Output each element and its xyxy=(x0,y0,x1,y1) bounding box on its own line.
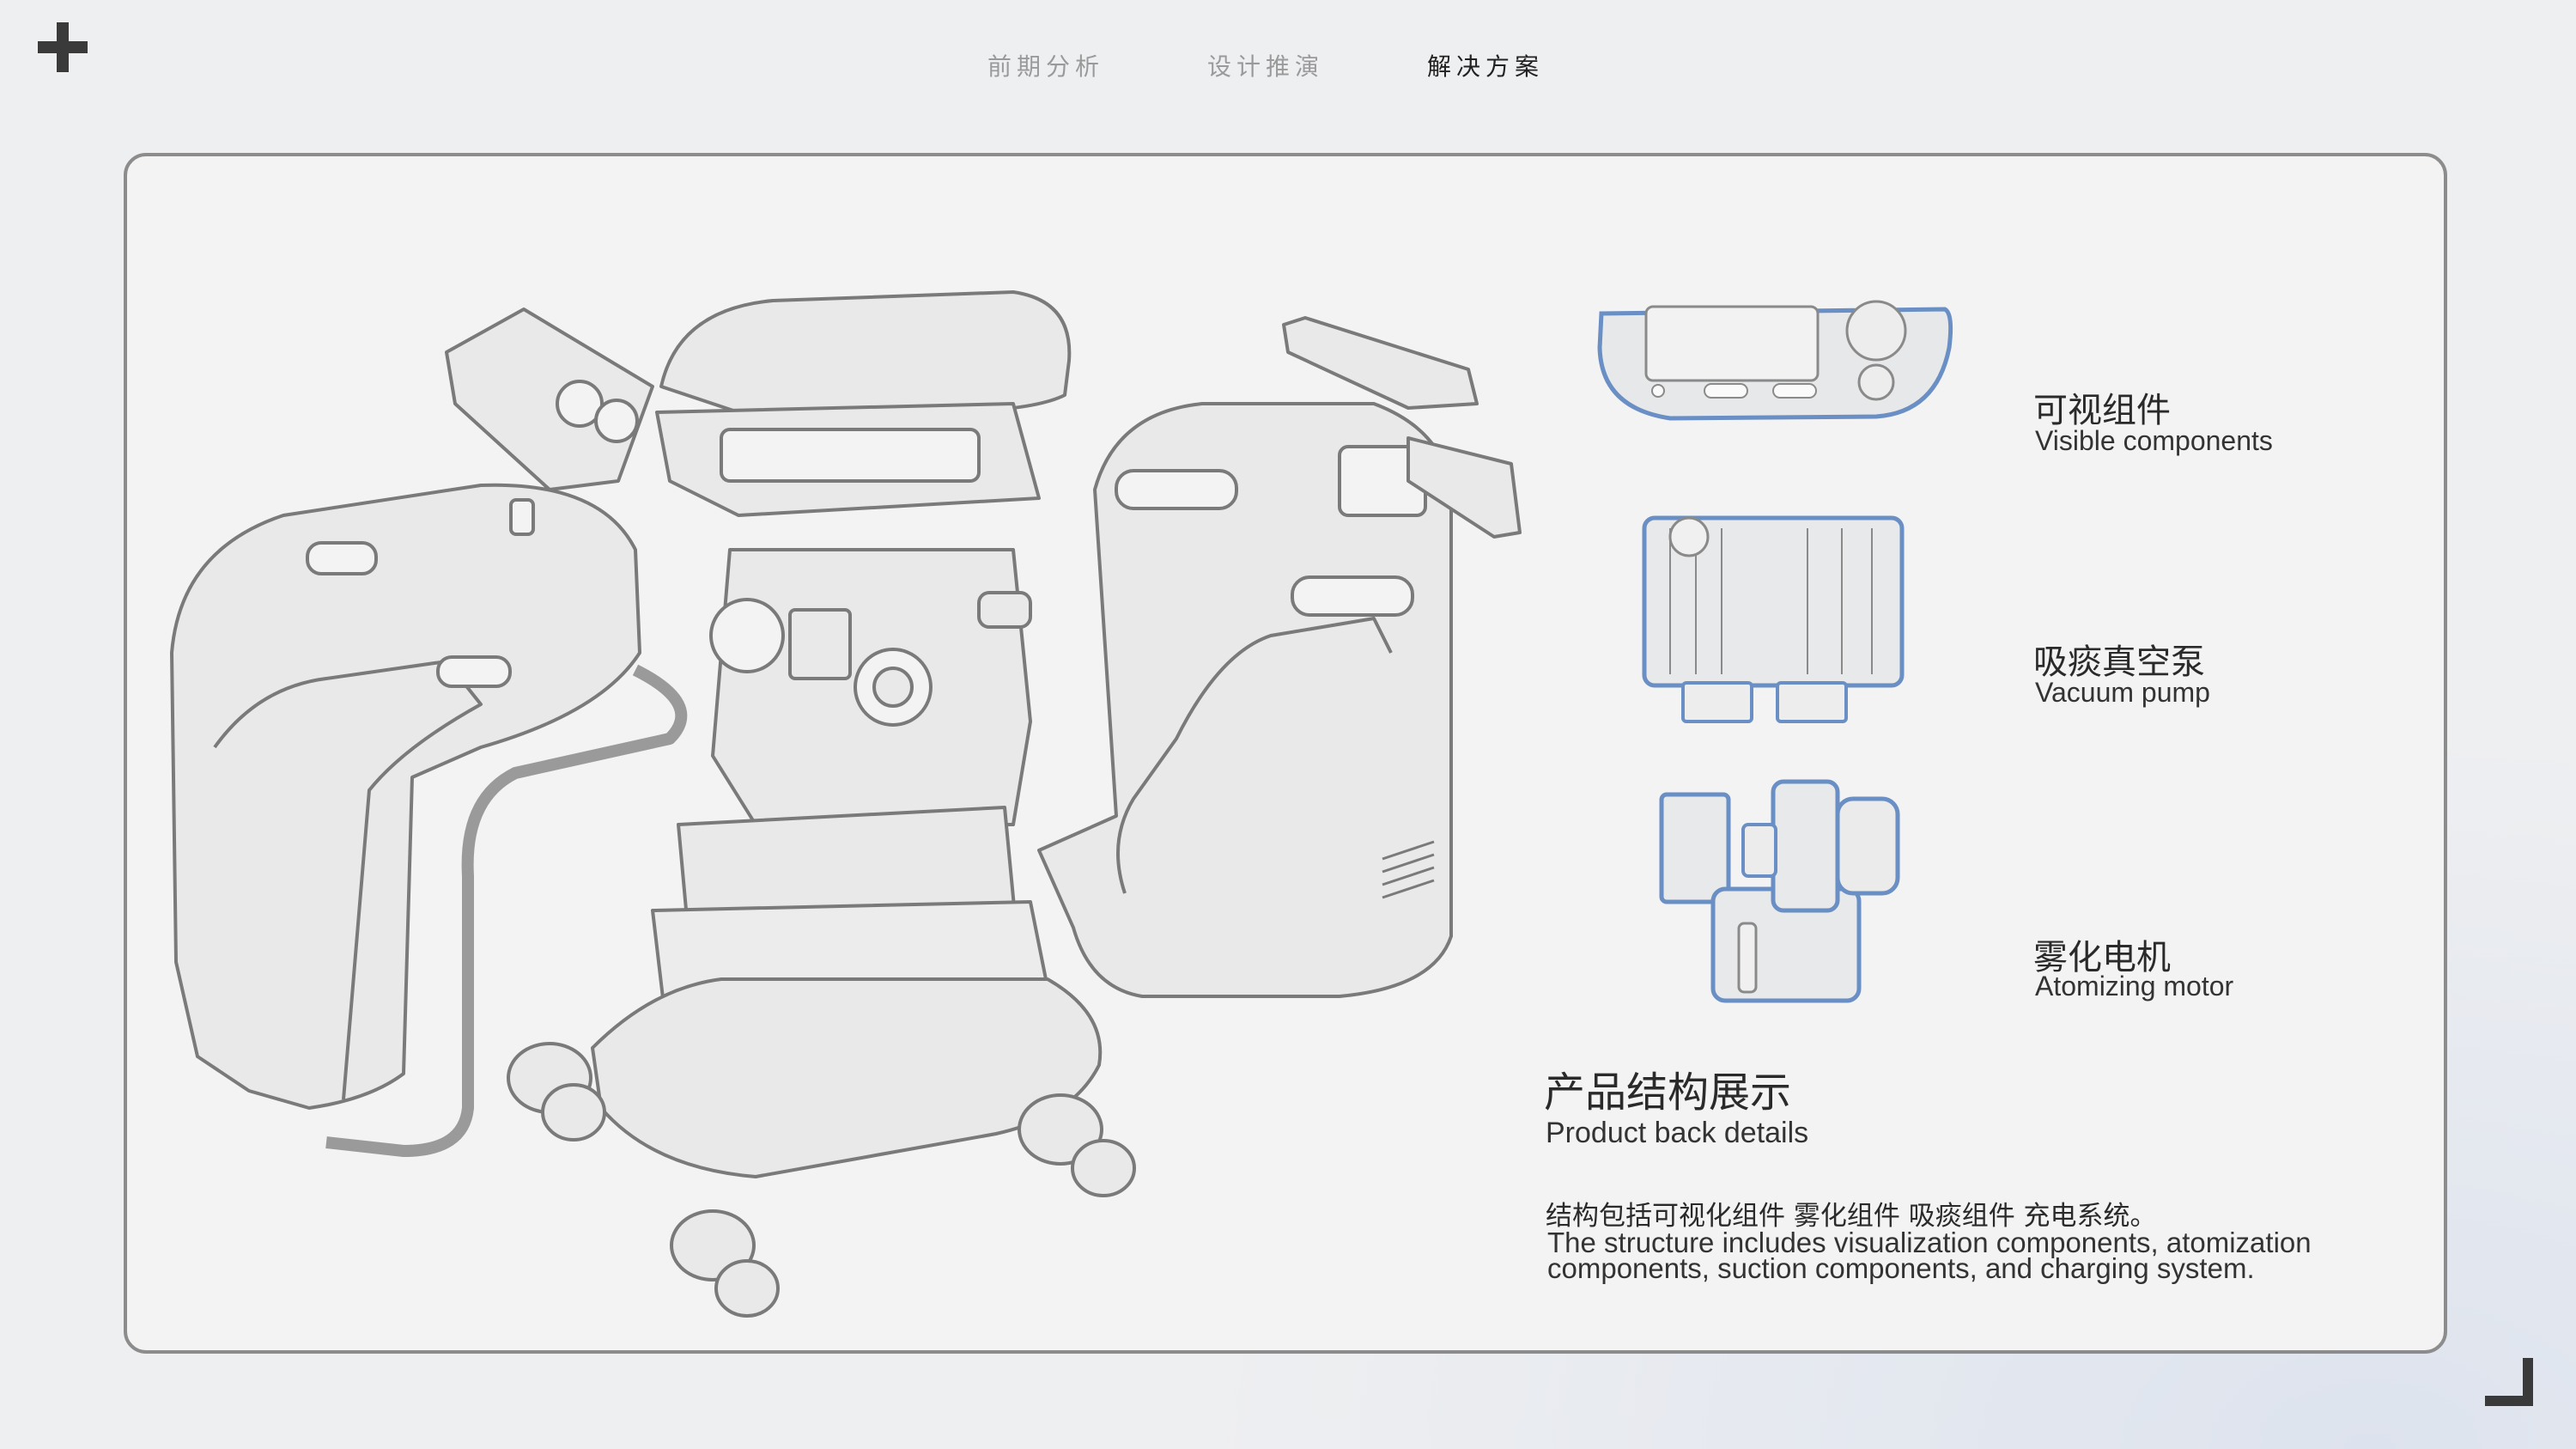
component-label-en: Visible components xyxy=(2035,425,2273,456)
component-label-en: Atomizing motor xyxy=(2035,971,2234,1002)
nav-item-deduction[interactable]: 设计推演 xyxy=(1207,52,1325,81)
top-nav: 前期分析 设计推演 解决方案 xyxy=(987,48,1544,82)
component-label-cn: 可视组件 xyxy=(2033,391,2171,430)
section-title: 产品结构展示 xyxy=(1544,1068,1792,1117)
nav-item-analysis[interactable]: 前期分析 xyxy=(987,52,1105,81)
section-description-cn: 结构包括可视化组件 雾化组件 吸痰组件 充电系统。 xyxy=(1546,1201,2157,1232)
component-label-en: Vacuum pump xyxy=(2035,677,2210,708)
corner-bracket-icon xyxy=(2485,1358,2533,1406)
section-subtitle: Product back details xyxy=(1546,1117,1809,1149)
section-description-en: The structure includes visualization com… xyxy=(1547,1227,2312,1284)
component-label-cn: 雾化电机 xyxy=(2033,938,2171,977)
vacuum-pump-illustration xyxy=(1642,515,1905,723)
plus-icon xyxy=(38,22,88,72)
atomizing-motor-illustration xyxy=(1659,779,1900,1003)
nav-item-solution[interactable]: 解决方案 xyxy=(1427,52,1545,81)
component-label-cn: 吸痰真空泵 xyxy=(2033,642,2205,682)
visible-components-illustration xyxy=(1597,300,1953,421)
content-panel xyxy=(124,153,2447,1354)
